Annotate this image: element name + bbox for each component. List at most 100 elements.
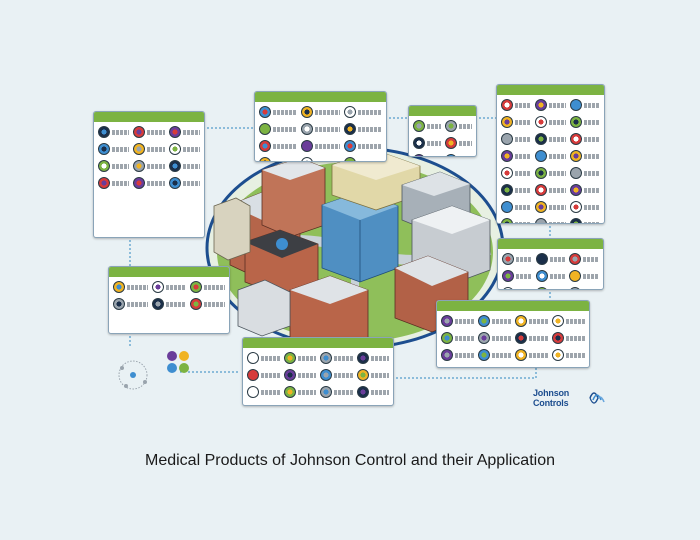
product-label-mark — [357, 143, 382, 149]
product-item — [301, 122, 340, 136]
product-item — [535, 217, 566, 223]
product-item — [98, 142, 130, 156]
product-item — [535, 132, 566, 146]
product-icon — [535, 218, 548, 223]
product-icon — [301, 123, 314, 135]
product-label-mark — [334, 389, 353, 395]
product-icon — [98, 160, 110, 172]
panel-header — [255, 92, 386, 102]
product-item — [501, 98, 532, 112]
logo-line-1: Johnson — [533, 388, 570, 398]
product-label-mark — [147, 129, 165, 135]
product-icon — [502, 270, 514, 282]
product-icon — [569, 270, 582, 282]
panel-items — [255, 102, 386, 161]
product-icon — [413, 137, 425, 149]
product-icon — [259, 157, 271, 161]
product-item — [552, 314, 585, 328]
product-item — [569, 166, 600, 180]
product-icon — [343, 157, 356, 161]
product-icon — [98, 126, 110, 138]
product-icon — [569, 99, 582, 111]
product-icon — [343, 140, 356, 152]
panel-door-access — [93, 111, 205, 238]
product-item — [247, 351, 280, 365]
product-label-mark — [297, 355, 316, 361]
product-icon — [259, 106, 271, 118]
product-item — [441, 331, 474, 345]
product-item — [356, 385, 389, 399]
product-label-mark — [549, 221, 566, 223]
product-icon — [441, 332, 453, 344]
product-icon — [501, 218, 513, 223]
product-item — [444, 136, 472, 150]
product-icon — [133, 160, 146, 172]
product-icon — [413, 154, 425, 156]
product-icon — [515, 332, 527, 344]
product-icon — [444, 120, 457, 132]
product-label-mark — [112, 146, 130, 152]
panel-items — [498, 249, 603, 289]
product-item — [569, 98, 600, 112]
product-item — [343, 122, 382, 136]
product-icon — [535, 270, 548, 282]
product-label-mark — [583, 170, 600, 176]
product-item — [501, 217, 532, 223]
product-icon — [343, 123, 356, 135]
product-item — [259, 139, 298, 153]
product-icon — [515, 349, 527, 361]
product-icon — [478, 332, 490, 344]
product-item — [535, 252, 566, 266]
product-item — [515, 314, 548, 328]
product-label-mark — [549, 204, 566, 210]
product-label-mark — [427, 140, 441, 146]
product-item — [569, 217, 600, 223]
product-icon — [478, 349, 490, 361]
product-item — [444, 119, 472, 133]
panel-items — [94, 122, 204, 193]
product-icon — [535, 99, 548, 111]
product-icon — [501, 150, 513, 162]
product-item — [98, 159, 130, 173]
product-item — [501, 149, 532, 163]
panel-bottom-center — [242, 337, 394, 406]
product-icon — [501, 201, 513, 213]
product-item — [301, 139, 340, 153]
product-item — [168, 176, 200, 190]
product-item — [151, 280, 187, 294]
product-item — [535, 269, 566, 283]
product-icon — [569, 201, 582, 213]
product-label-mark — [515, 102, 532, 108]
product-icon — [444, 154, 457, 156]
product-icon — [569, 287, 582, 289]
product-label-mark — [516, 256, 532, 262]
product-label-mark — [147, 163, 165, 169]
product-icon — [151, 281, 164, 293]
product-item — [133, 125, 165, 139]
product-item — [569, 183, 600, 197]
product-icon — [502, 287, 514, 289]
product-label-mark — [261, 372, 280, 378]
product-item — [478, 314, 511, 328]
product-icon — [151, 298, 164, 310]
product-item — [502, 286, 532, 289]
product-label-mark — [297, 372, 316, 378]
product-label-mark — [516, 273, 532, 279]
product-item — [98, 125, 130, 139]
product-item — [301, 105, 340, 119]
product-icon — [301, 106, 314, 118]
panel-nurse-call — [254, 91, 387, 162]
product-icon — [301, 140, 314, 152]
product-item — [535, 166, 566, 180]
product-item — [501, 200, 532, 214]
product-label-mark — [370, 355, 389, 361]
product-icon — [356, 369, 369, 381]
product-label-mark — [315, 126, 340, 132]
product-label-mark — [529, 352, 548, 358]
product-item — [501, 132, 532, 146]
product-label-mark — [549, 187, 566, 193]
product-item — [356, 351, 389, 365]
product-label-mark — [147, 146, 165, 152]
figure-caption: Medical Products of Johnson Control and … — [144, 452, 555, 469]
product-item — [569, 132, 600, 146]
